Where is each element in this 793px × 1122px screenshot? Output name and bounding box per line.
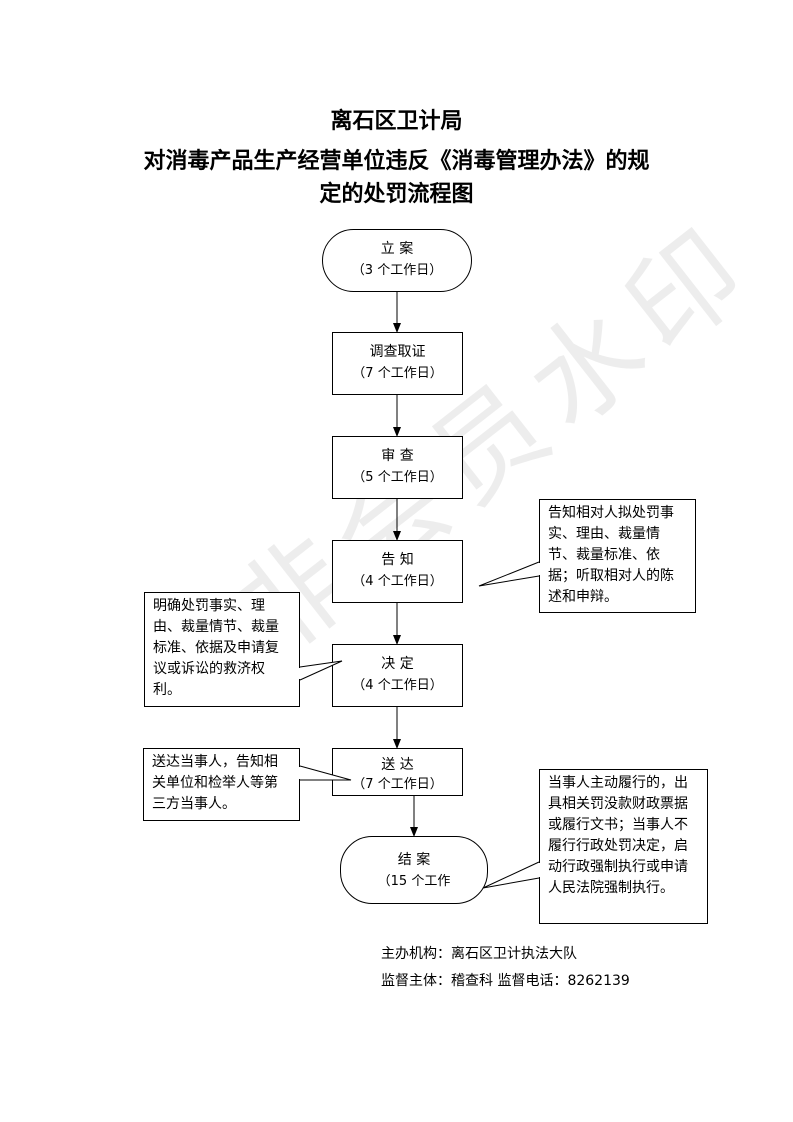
step-deliver: 送 达 （7 个工作日） (332, 748, 463, 796)
note-inform: 告知相对人拟处罚事实、理由、裁量情节、裁量标准、依据；听取相对人的陈述和申辩。 (539, 499, 696, 613)
footer-supervisor: 监督主体：稽查科 监督电话：8262139 (381, 973, 630, 989)
title-line-2: 对消毒产品生产经营单位违反《消毒管理办法》的规 (143, 148, 650, 174)
step-close: 结 案 （15 个工作 (340, 836, 488, 904)
step-close-name: 结 案 (397, 852, 431, 868)
step-inform: 告 知 （4 个工作日） (332, 540, 463, 603)
note-decide: 明确处罚事实、理由、裁量情节、裁量标准、依据及申请复议或诉讼的救济权利。 (144, 592, 300, 707)
title-line-1: 离石区卫计局 (330, 108, 463, 134)
step-decide-days: （4 个工作日） (352, 678, 443, 693)
step-register: 立 案 （3 个工作日） (322, 229, 472, 292)
step-deliver-days: （7 个工作日） (352, 777, 443, 792)
note-deliver: 送达当事人，告知相关单位和检举人等第三方当事人。 (143, 748, 300, 821)
callout-close-pointer (482, 861, 540, 889)
step-review: 审 查 （5 个工作日） (332, 436, 463, 499)
step-investigate-days: （7 个工作日） (352, 366, 443, 381)
footer-agency: 主办机构：离石区卫计执法大队 (381, 946, 577, 962)
step-inform-days: （4 个工作日） (352, 574, 443, 589)
title-line-3: 定的处罚流程图 (319, 181, 474, 207)
step-register-days: （3 个工作日） (351, 263, 443, 278)
callout-deliver-pointer (299, 765, 352, 781)
step-investigate: 调查取证 （7 个工作日） (332, 332, 463, 395)
note-close: 当事人主动履行的，出具相关罚没款财政票据或履行文书；当事人不履行行政处罚决定，启… (539, 769, 708, 924)
step-deliver-name: 送 达 (381, 757, 414, 773)
step-close-days: （15 个工作 (377, 874, 451, 889)
step-decide: 决 定 （4 个工作日） (332, 644, 463, 707)
step-review-name: 审 查 (381, 448, 414, 464)
step-review-days: （5 个工作日） (352, 470, 443, 485)
step-decide-name: 决 定 (381, 656, 414, 672)
step-inform-name: 告 知 (381, 552, 414, 568)
callout-inform-pointer (478, 561, 540, 587)
callout-decide-pointer (299, 660, 343, 681)
step-investigate-name: 调查取证 (369, 344, 426, 360)
step-register-name: 立 案 (380, 241, 414, 257)
